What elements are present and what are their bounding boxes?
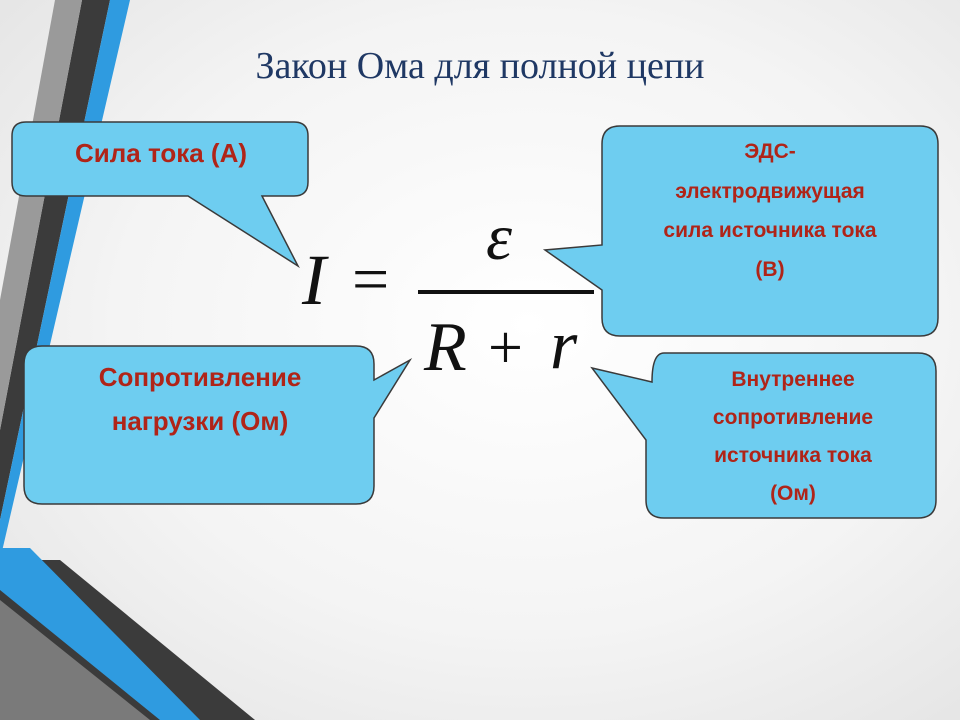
wedge-grey-bottom — [0, 600, 150, 720]
callout-internal-line4: (Ом) — [770, 482, 816, 505]
callout-current-shape — [11, 121, 309, 269]
fraction-bar — [418, 290, 594, 294]
callout-internal-shape — [590, 352, 937, 519]
callout-current-text: Сила тока (А) — [74, 138, 248, 168]
slide-title: Закон Ома для полной цепи — [255, 45, 705, 87]
callout-emf-line4: (В) — [755, 258, 785, 281]
callout-emf-shape — [542, 125, 939, 337]
callout-load-line2: нагрузки (Ом) — [111, 406, 289, 436]
formula-internal-resistance: r — [550, 307, 578, 384]
formula-load-resistance: R — [424, 309, 467, 386]
stripe-grey-top — [0, 0, 82, 430]
formula-equals: = — [352, 243, 390, 316]
callout-load-shape — [23, 345, 413, 505]
callout-load-line1: Сопротивление — [98, 362, 302, 392]
callout-emf-line3: сила источника тока — [663, 219, 877, 242]
formula-current: I — [302, 240, 326, 320]
callout-internal-line1: Внутреннее — [731, 368, 855, 391]
formula-plus: + — [488, 314, 523, 382]
callout-internal-line2: сопротивление — [712, 406, 874, 429]
callout-emf-line2: электродвижущая — [675, 180, 865, 203]
callout-emf-line1: ЭДС- — [744, 140, 796, 163]
wedge-blue-bottom — [0, 548, 200, 720]
callout-internal-line3: источника тока — [714, 444, 872, 467]
formula-emf: ε — [486, 201, 513, 274]
